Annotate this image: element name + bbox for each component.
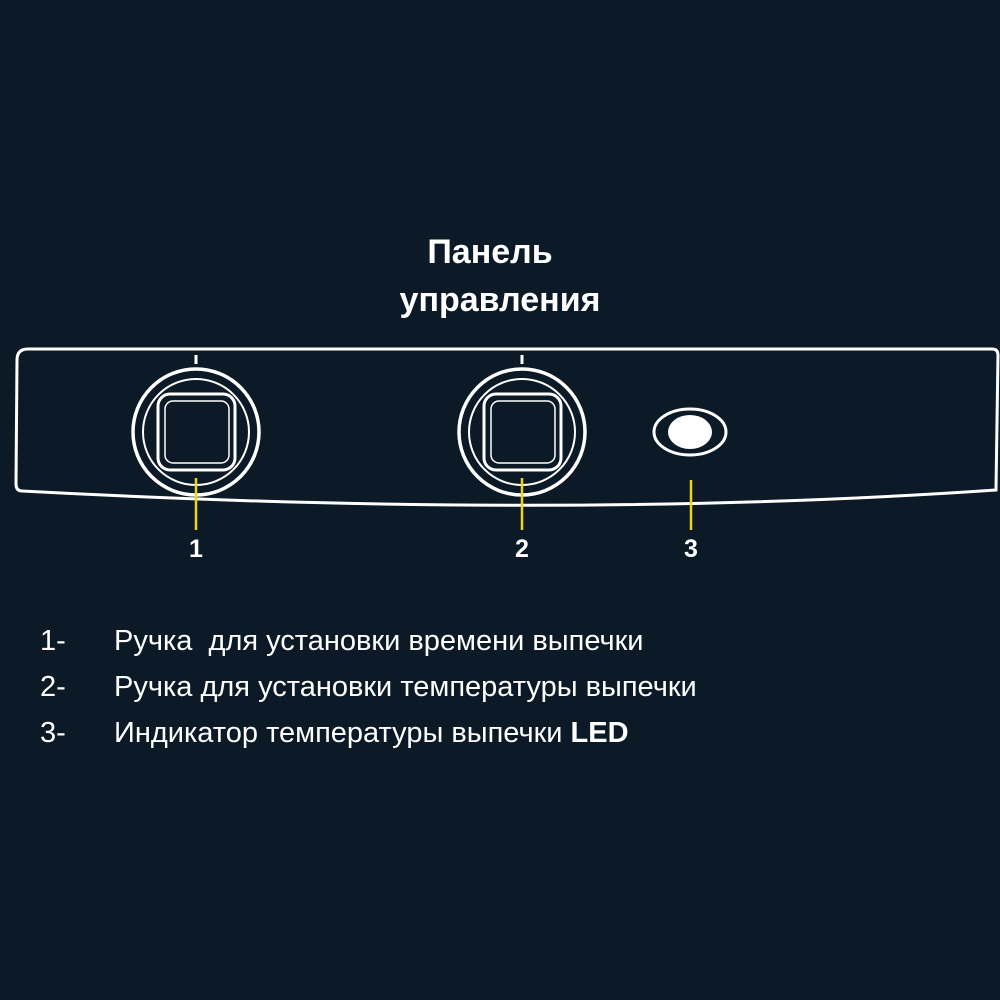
callout-2: 2 <box>515 535 529 563</box>
legend-number: 3- <box>40 717 66 749</box>
legend-number: 2- <box>40 671 66 703</box>
panel-title: Панель управления <box>0 228 1000 324</box>
panel-outline <box>14 347 1000 507</box>
title-line-1: Панель <box>427 233 553 271</box>
timer-knob <box>131 355 261 497</box>
legend-text: Индикатор температуры выпечки LED <box>114 717 629 749</box>
title-line-2: управления <box>399 281 601 319</box>
legend-text: Ручка для установки времени выпечки <box>114 625 644 657</box>
led-indicator <box>652 407 728 457</box>
legend-number: 1- <box>40 625 66 657</box>
temperature-knob <box>457 355 587 497</box>
legend-item: 1- Ручка для установки времени выпечки <box>40 618 697 664</box>
callout-1: 1 <box>189 535 203 563</box>
legend-text: Ручка для установки температуры выпечки <box>114 671 697 703</box>
led-label: LED <box>570 717 629 749</box>
legend-list: 1- Ручка для установки времени выпечки 2… <box>40 618 697 756</box>
legend-item: 3- Индикатор температуры выпечки LED <box>40 710 697 756</box>
callout-3: 3 <box>684 535 698 563</box>
legend-item: 2- Ручка для установки температуры выпеч… <box>40 664 697 710</box>
